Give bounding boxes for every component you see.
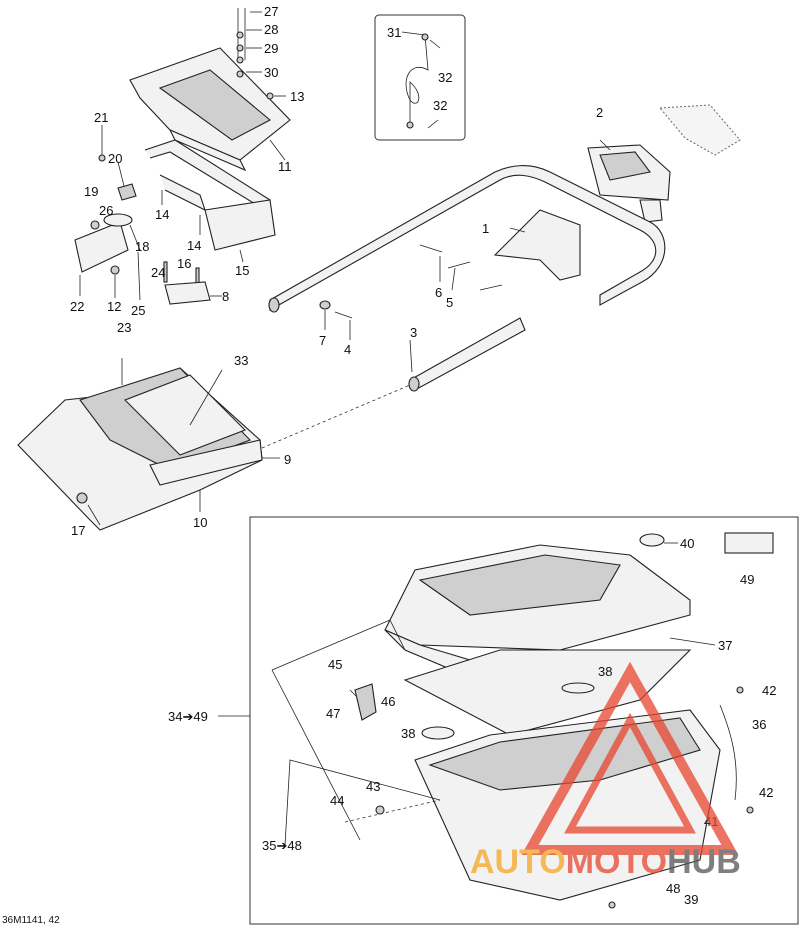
callout-1: 1: [482, 221, 489, 236]
rack-plate-assembly: [129, 8, 291, 172]
callout-40: 40: [680, 536, 694, 551]
support-frame: [144, 139, 276, 263]
callout-3: 3: [410, 325, 417, 340]
watermark-triangle-icon: [521, 661, 739, 855]
callout-2: 2: [596, 105, 603, 120]
callout-31: 31: [387, 25, 401, 40]
callout-9: 9: [284, 452, 291, 467]
callout-34-49: 34➔49: [168, 709, 208, 724]
callout-11: 11: [278, 159, 292, 174]
storage-box-inset: [249, 516, 799, 925]
callout-24: 24: [151, 265, 165, 280]
callout-7: 7: [319, 333, 326, 348]
callout-12: 12: [107, 299, 121, 314]
callout-49: 49: [740, 572, 754, 587]
watermark: AUTOMOTOHUB: [470, 661, 741, 881]
callout-6: 6: [435, 285, 442, 300]
callout-39: 39: [684, 892, 698, 907]
svg-text:AUTOMOTOHUB: AUTOMOTOHUB: [470, 843, 741, 881]
drawing-code: 36M1141, 42: [2, 915, 60, 926]
callout-27: 27: [264, 4, 278, 19]
small-hardware: [74, 125, 222, 305]
callout-14b: 14: [187, 238, 201, 253]
callout-18: 18: [135, 239, 149, 254]
callout-25: 25: [131, 303, 145, 318]
callout-30: 30: [264, 65, 278, 80]
callout-17: 17: [71, 523, 85, 538]
callout-19: 19: [84, 184, 98, 199]
callout-23: 23: [117, 320, 131, 335]
callout-47: 47: [326, 706, 340, 721]
callout-4: 4: [344, 342, 351, 357]
callout-48: 48: [666, 881, 680, 896]
callout-37: 37: [718, 638, 732, 653]
callout-36: 36: [752, 717, 766, 732]
cable-kit: [374, 14, 466, 141]
callout-33: 33: [234, 353, 248, 368]
callout-5: 5: [446, 295, 453, 310]
callout-42a: 42: [762, 683, 776, 698]
callout-14a: 14: [155, 207, 169, 222]
callout-22: 22: [70, 299, 84, 314]
callout-29: 29: [264, 41, 278, 56]
callout-26: 26: [99, 203, 113, 218]
callout-44: 44: [330, 793, 344, 808]
callout-13: 13: [290, 89, 304, 104]
callout-38a: 38: [598, 664, 612, 679]
watermark-auto: AUTO: [470, 843, 566, 881]
watermark-moto: MOTO: [566, 843, 667, 881]
rail-frame: [268, 165, 666, 392]
callout-32b: 32: [433, 98, 447, 113]
callout-45: 45: [328, 657, 342, 672]
callout-16: 16: [177, 256, 191, 271]
callout-35-48: 35➔48: [262, 838, 302, 853]
callout-38b: 38: [401, 726, 415, 741]
callout-labels: 27 28 29 30 13 11 21 20 19 26 14 14 15 1…: [2, 4, 776, 926]
tail-light: [587, 104, 741, 223]
callout-28: 28: [264, 22, 278, 37]
callout-32a: 32: [438, 70, 452, 85]
seat-base: [17, 358, 411, 531]
callout-42b: 42: [759, 785, 773, 800]
callout-43: 43: [366, 779, 380, 794]
callout-20: 20: [108, 151, 122, 166]
callout-46: 46: [381, 694, 395, 709]
callout-15: 15: [235, 263, 249, 278]
callout-10: 10: [193, 515, 207, 530]
watermark-hub: HUB: [667, 843, 741, 881]
callout-21: 21: [94, 110, 108, 125]
callout-8: 8: [222, 289, 229, 304]
